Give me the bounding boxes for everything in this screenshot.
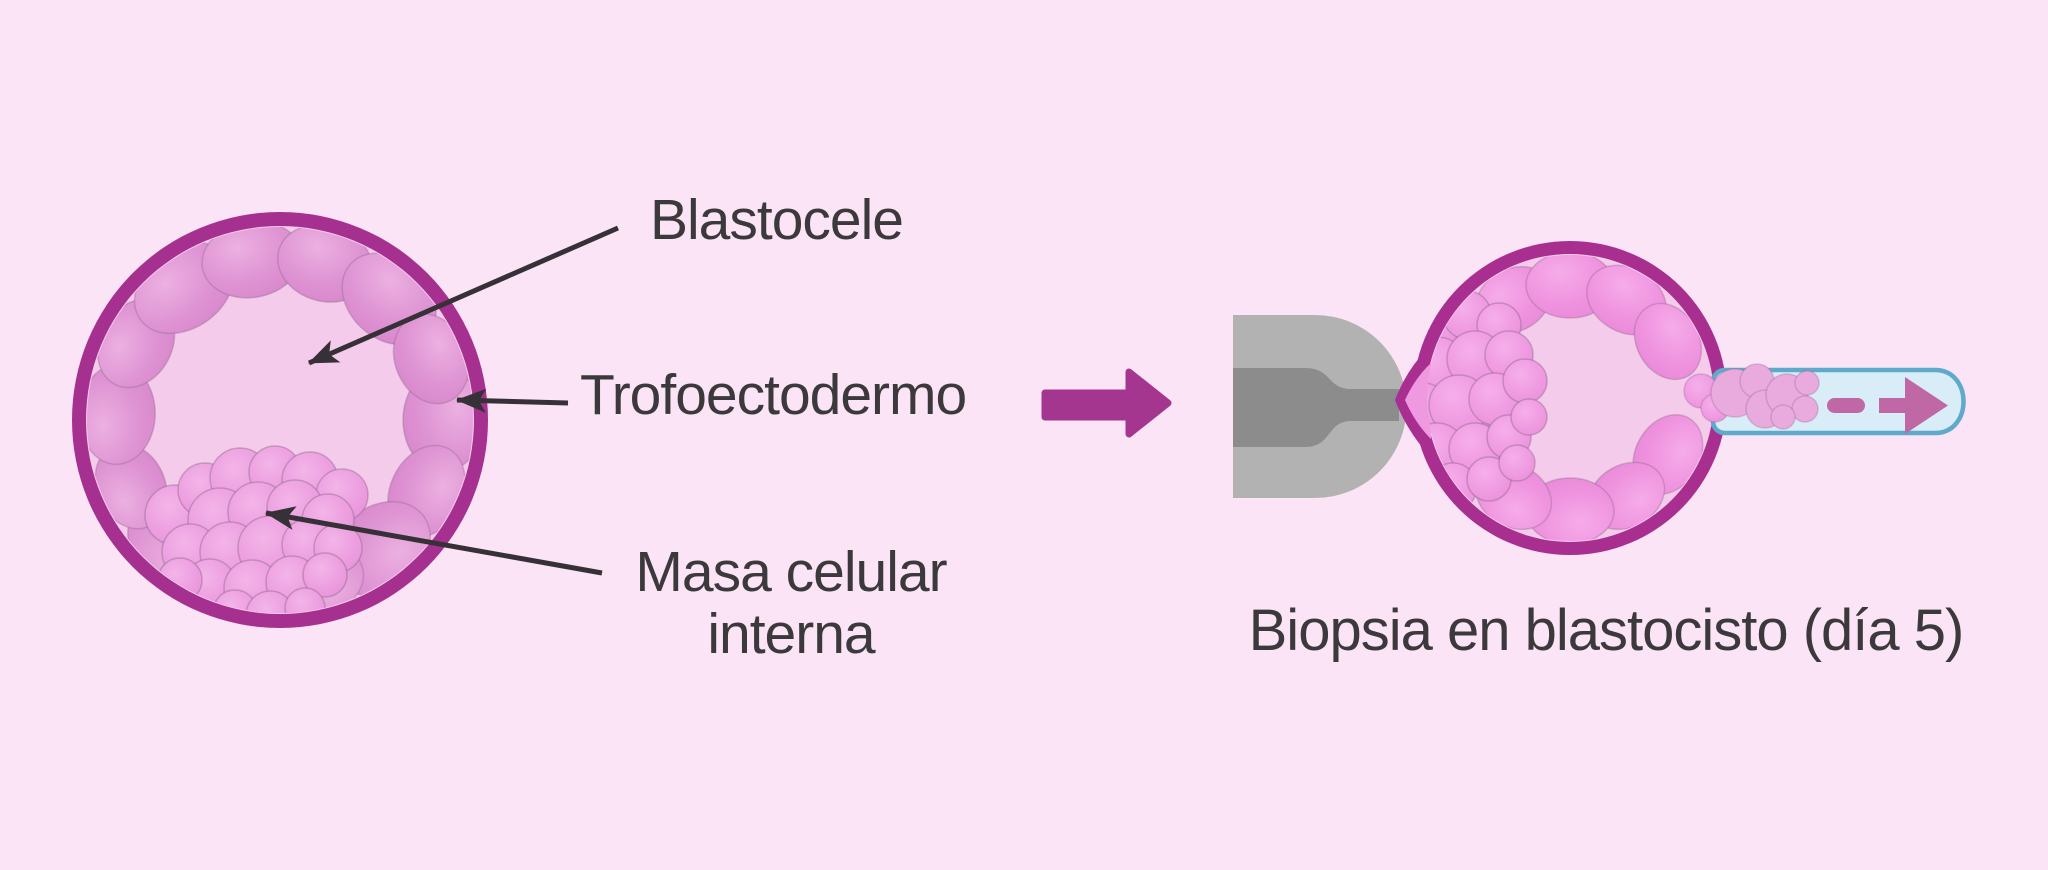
- biopsy-caption: Biopsia en blastocisto (día 5): [1248, 598, 1965, 663]
- cone-interior-cells: [1405, 363, 1431, 439]
- inner-cell-mass-label: Masa celular interna: [624, 541, 958, 665]
- inner-cell-mass-label-line1: Masa celular: [635, 540, 947, 604]
- blastocele-pointer-line: [307, 225, 620, 366]
- arrow-head: [1905, 377, 1948, 434]
- cell: [1770, 404, 1796, 430]
- cell: [1791, 395, 1819, 423]
- cell: [1510, 398, 1548, 436]
- arrow-dash: [1827, 398, 1865, 413]
- left-blastocyst-figure: [72, 212, 488, 628]
- cell: [1794, 370, 1820, 396]
- biopsy-figure: [1233, 241, 1966, 555]
- aspirated-cells-in-pipette: [1710, 363, 1820, 430]
- cell: [1498, 444, 1536, 482]
- step-arrow-icon: [1041, 368, 1172, 438]
- trophectoderm-label: Trofoectodermo: [580, 363, 967, 427]
- inner-cell-mass-label-line2: interna: [707, 602, 875, 666]
- inner-cell-mass-pointer-line: [265, 506, 603, 576]
- cell: [302, 552, 348, 598]
- blastocele-label: Blastocele: [650, 188, 904, 252]
- arrow-shaft: [1879, 398, 1905, 413]
- trophectoderm-pointer-line: [456, 388, 569, 413]
- suction-direction-arrow-icon: [1827, 377, 1948, 434]
- cell: [245, 590, 295, 613]
- holding-pipette-channel: [1233, 368, 1399, 447]
